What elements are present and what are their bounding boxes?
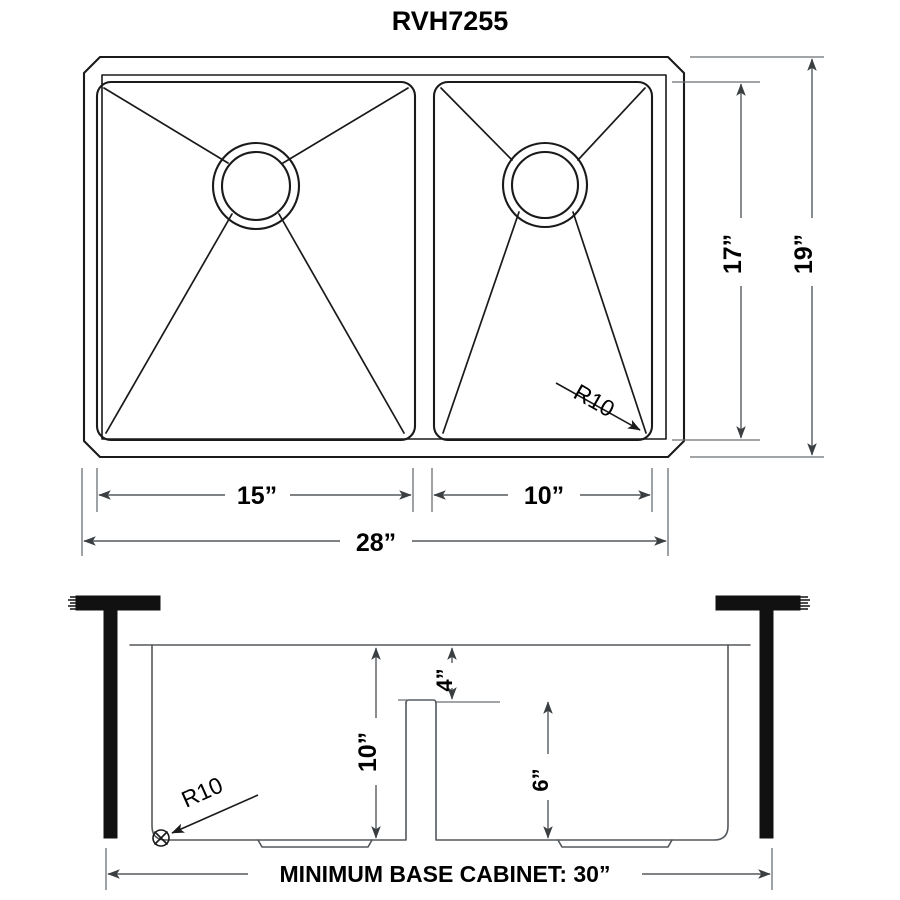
section-radius-callout: R10 — [152, 772, 259, 847]
dimension-label-10in: 10” — [524, 482, 564, 510]
right-bowl-drain-recess — [557, 839, 673, 848]
top-view-horizontal-dimensions: 15” 10” 28” — [81, 468, 669, 557]
dimension-label-19in: 19” — [790, 234, 818, 274]
right-basin-slope-lines — [440, 87, 647, 434]
sink-outer-rim — [82, 55, 686, 459]
dimension-label-15in: 15” — [237, 482, 277, 510]
top-view-radius-label: R10 — [570, 379, 620, 422]
countertop-slab-left — [68, 595, 161, 611]
dimension-label-28in: 28” — [356, 529, 396, 557]
left-basin — [95, 80, 417, 442]
countertop-slab-right — [715, 595, 810, 611]
top-view-vertical-dimensions: 17” 19” — [672, 56, 824, 458]
dimension-label-4in: 4” — [432, 668, 457, 691]
dimension-label-10in-depth: 10” — [354, 732, 382, 772]
dimension-divider-drop: 4” — [398, 647, 457, 701]
dimension-label-6in: 6” — [528, 768, 553, 791]
minimum-base-cabinet-label: MINIMUM BASE CABINET: 30” — [280, 861, 611, 887]
left-bowl-drain-recess — [257, 839, 373, 848]
right-bowl-section — [435, 644, 729, 841]
dimension-left-basin-width: 15” — [98, 482, 412, 510]
sink-inner-rim — [101, 74, 667, 440]
dimension-bowl-depth: 10” — [354, 647, 382, 839]
left-bowl-section — [151, 644, 407, 841]
dimension-overall-width: 28” — [83, 529, 667, 557]
left-basin-drain — [211, 141, 301, 231]
dimension-right-basin-width: 10” — [433, 482, 651, 510]
dimension-basin-depth: 17” — [719, 83, 747, 439]
dimension-overall-depth: 19” — [790, 58, 818, 456]
right-basin-drain — [501, 141, 589, 229]
cabinet-wall-left — [103, 609, 118, 839]
section-view: R10 10” 4” 6” — [68, 595, 810, 890]
section-radius-label: R10 — [177, 772, 226, 813]
cabinet-wall-right — [759, 609, 774, 839]
right-basin — [432, 80, 654, 442]
page-title: RVH7255 — [392, 6, 509, 36]
dimension-label-17in: 17” — [719, 234, 747, 274]
dimension-divider-height: 6” — [436, 701, 553, 839]
left-basin-slope-lines — [103, 87, 409, 434]
dimension-minimum-base-cabinet: MINIMUM BASE CABINET: 30” — [105, 848, 773, 890]
top-view-sink — [82, 55, 686, 459]
top-view-radius-callout: R10 — [555, 379, 641, 431]
